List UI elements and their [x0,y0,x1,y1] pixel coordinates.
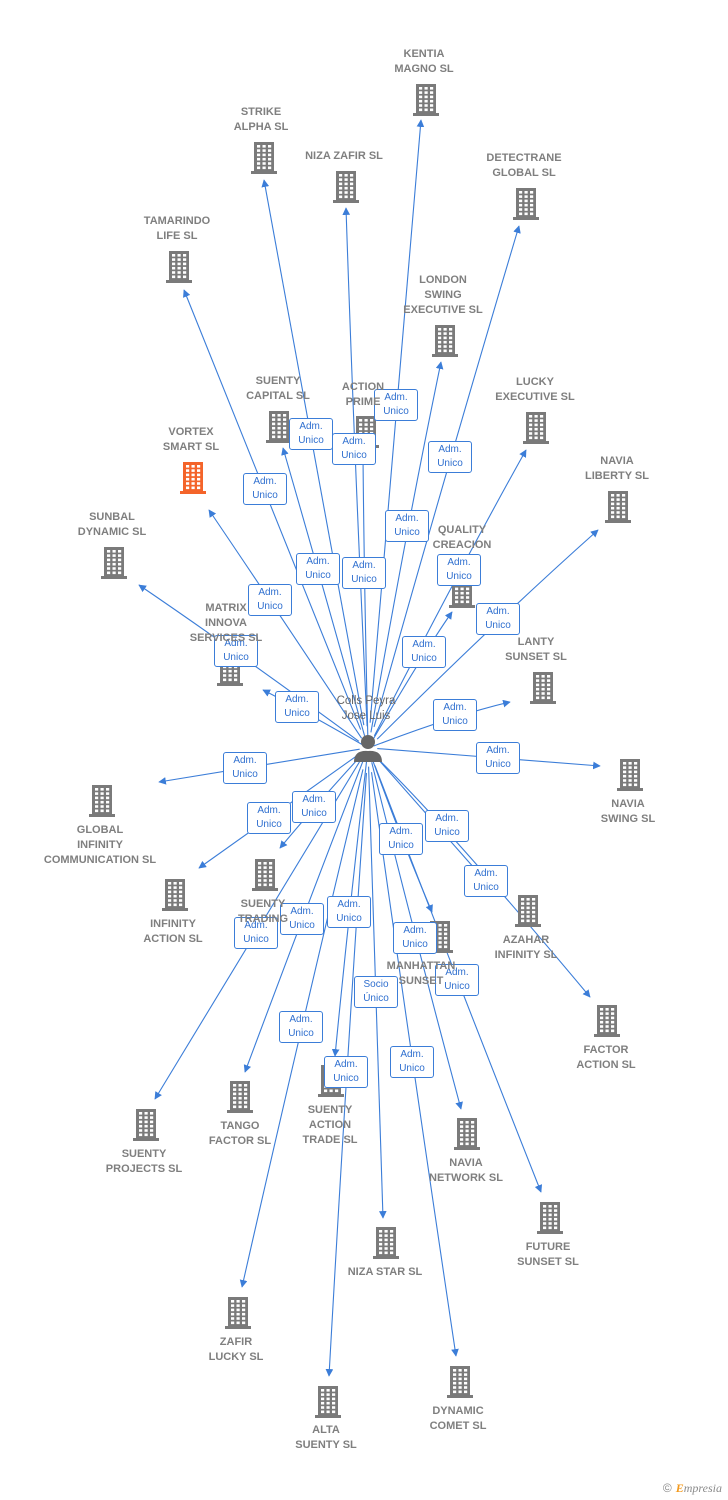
company-label-vortex[interactable]: VORTEX SMART SL [162,426,220,453]
edge-label-globalinf[interactable]: Adm. Unico [223,752,267,784]
building-icon-azahar[interactable] [515,895,541,927]
edge-factor [376,757,591,998]
edge-label-suentyproj[interactable]: Adm. Unico [234,917,278,949]
edge-label-lanty[interactable]: Adm. Unico [433,699,477,731]
edge-label-suentycap[interactable]: Adm. Unico [296,553,340,585]
building-icon-dynamic[interactable] [447,1366,473,1398]
edge-label-actionprime[interactable]: Adm. Unico [342,557,386,589]
building-icon-london[interactable] [432,325,458,357]
company-label-strike[interactable]: STRIKE ALPHA SL [233,106,289,133]
edge-label-dynamic[interactable]: Adm. Unico [390,1046,434,1078]
edge-label-tamarindo[interactable]: Adm. Unico [243,473,287,505]
copyright-symbol: © [662,1481,672,1495]
edge-label-navialib[interactable]: Adm. Unico [476,603,520,635]
company-label-detectrane[interactable]: DETECTRANE GLOBAL SL [486,152,562,179]
building-icon-vortex[interactable] [180,462,206,494]
building-icon-nizazafir[interactable] [333,171,359,203]
company-label-actionprime[interactable]: ACTION PRIME [341,381,385,408]
building-icon-navialib[interactable] [605,491,631,523]
company-label-tamarindo[interactable]: TAMARINDO LIFE SL [143,215,211,242]
building-icon-globalinf[interactable] [89,785,115,817]
edge-label-tango[interactable]: Adm. Unico [280,903,324,935]
edge-nizazafir [342,207,368,727]
edge-label-lucky[interactable]: Adm. Unico [437,554,481,586]
company-label-zafir[interactable]: ZAFIR LUCKY SL [208,1336,264,1363]
company-label-infaction[interactable]: INFINITY ACTION SL [143,918,203,945]
building-icon-tango[interactable] [227,1081,253,1113]
edge-tamarindo [183,289,362,730]
edge-label-suentytrading[interactable]: Adm. Unico [292,791,336,823]
company-label-suentycap[interactable]: SUENTY CAPITAL SL [246,375,310,402]
company-label-azahar[interactable]: AZAHAR INFINITY SL [494,934,558,961]
edge-label-strike[interactable]: Adm. Unico [289,418,333,450]
building-icon-suentyproj[interactable] [133,1109,159,1141]
company-label-dynamic[interactable]: DYNAMIC COMET SL [429,1405,487,1432]
edge-label-naviaswing[interactable]: Adm. Unico [476,742,520,774]
edge-label-manhattan[interactable]: Adm. Unico [379,823,423,855]
edge-label-quality[interactable]: Adm. Unico [402,636,446,668]
edge-label-alta[interactable]: Adm. Unico [324,1056,368,1088]
edge-label-azahar[interactable]: Adm. Unico [464,865,508,897]
company-label-globalinf[interactable]: GLOBAL INFINITY COMMUNICATION SL [43,824,157,866]
company-label-lucky[interactable]: LUCKY EXECUTIVE SL [495,376,575,403]
edge-label-zafir[interactable]: Adm. Unico [279,1011,323,1043]
edge-label-infaction[interactable]: Adm. Unico [247,802,291,834]
company-label-naviaswing[interactable]: NAVIA SWING SL [600,798,656,825]
footer-brand: ©Empresia [663,1481,722,1496]
building-icon-naviaswing[interactable] [617,759,643,791]
company-label-manhattan[interactable]: MANHATTAN SUNSET [386,960,456,987]
edge-label-nizastar[interactable]: Socio Único [354,976,398,1008]
building-icon-detectrane[interactable] [513,188,539,220]
edge-label-sunbal[interactable]: Adm. Unico [214,635,258,667]
company-label-navialib[interactable]: NAVIA LIBERTY SL [585,455,649,482]
company-label-factor[interactable]: FACTOR ACTION SL [576,1044,636,1071]
edge-kentia [369,119,425,723]
edge-label-detectrane[interactable]: Adm. Unico [428,441,472,473]
company-label-nizastar[interactable]: NIZA STAR SL [347,1266,423,1278]
edge-label-navianet[interactable]: Adm. Unico [393,922,437,954]
edge-label-suentyaction[interactable]: Adm. Unico [327,896,371,928]
building-icon-alta[interactable] [315,1386,341,1418]
company-label-sunbal[interactable]: SUNBAL DYNAMIC SL [77,511,147,538]
company-label-nizazafir[interactable]: NIZA ZAFIR SL [305,150,383,162]
building-icon-suentycap[interactable] [266,411,292,443]
company-label-suentytrading[interactable]: SUENTY TRADING [237,898,289,925]
edge-label-matrix[interactable]: Adm. Unico [275,691,319,723]
edge-label-factor[interactable]: Adm. Unico [425,810,469,842]
company-label-lanty[interactable]: LANTY SUNSET SL [505,636,567,663]
building-icon-navianet[interactable] [454,1118,480,1150]
edge-label-nizazafir[interactable]: Adm. Unico [332,433,376,465]
company-label-alta[interactable]: ALTA SUENTY SL [295,1424,357,1451]
edge-lucky [373,449,527,737]
company-label-tango[interactable]: TANGO FACTOR SL [208,1120,272,1147]
building-icon-lucky[interactable] [523,412,549,444]
brand-initial: E [675,1481,684,1495]
building-icon-lanty[interactable] [530,672,556,704]
building-icon-nizastar[interactable] [373,1227,399,1259]
building-icon-zafir[interactable] [225,1297,251,1329]
building-icon-strike[interactable] [251,142,277,174]
building-icon-suentytrading[interactable] [252,859,278,891]
company-label-future[interactable]: FUTURE SUNSET SL [517,1241,579,1268]
edge-label-kentia[interactable]: Adm. Unico [374,389,418,421]
building-icon-future[interactable] [537,1202,563,1234]
building-icon-kentia[interactable] [413,84,439,116]
building-icon-sunbal[interactable] [101,547,127,579]
edge-label-vortex[interactable]: Adm. Unico [248,584,292,616]
company-label-london[interactable]: LONDON SWING EXECUTIVE SL [403,274,483,316]
company-label-quality[interactable]: QUALITY CREACION [432,524,492,551]
company-label-matrix[interactable]: MATRIX INNOVA SERVICES SL [189,602,263,644]
person-name[interactable]: Colls Peyra Jose Luis [336,695,396,722]
person-icon[interactable] [354,735,382,762]
company-label-kentia[interactable]: KENTIA MAGNO SL [394,48,454,75]
edge-label-future[interactable]: Adm. Unico [435,964,479,996]
building-icon-infaction[interactable] [162,879,188,911]
company-label-navianet[interactable]: NAVIA NETWORK SL [429,1157,503,1184]
edge-label-london[interactable]: Adm. Unico [385,510,429,542]
company-label-suentyaction[interactable]: SUENTY ACTION TRADE SL [302,1104,358,1146]
company-label-suentyproj[interactable]: SUENTY PROJECTS SL [105,1148,183,1175]
brand-rest: mpresia [683,1481,722,1495]
building-icon-tamarindo[interactable] [166,251,192,283]
building-icon-factor[interactable] [594,1005,620,1037]
